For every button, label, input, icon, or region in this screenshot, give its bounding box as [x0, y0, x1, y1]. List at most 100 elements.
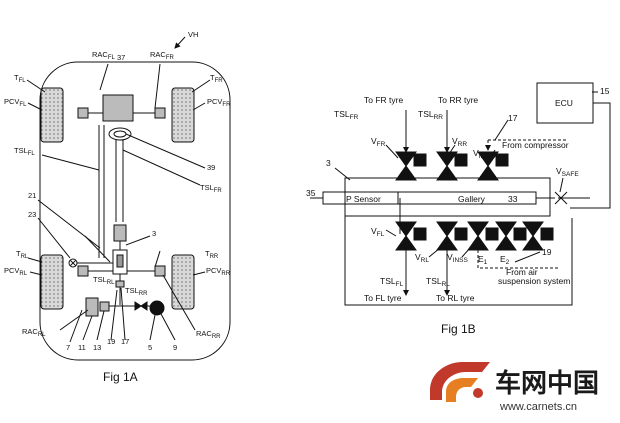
tyre-front-right — [171, 87, 195, 143]
label-from-air: From air — [506, 267, 538, 277]
leader-v-fl — [385, 229, 397, 237]
leader-v-inc — [489, 149, 496, 159]
carnets-logo-icon — [430, 362, 490, 402]
label-t-fr: TFR — [210, 73, 223, 84]
leader-v-inss — [461, 247, 471, 258]
component-13 — [99, 301, 110, 312]
label-3: 3 — [152, 229, 156, 238]
label-rac-rl: RACRL — [22, 327, 46, 338]
label-to-rl-tyre: To RL tyre — [436, 293, 475, 303]
leader-13 — [96, 310, 105, 341]
leader-pcv-rr — [192, 271, 206, 276]
valve-v-fr — [395, 110, 427, 181]
label-t-fl: TFL — [14, 73, 26, 84]
valve-23-x2 — [69, 259, 77, 267]
label-v-rl: VRL — [415, 252, 429, 264]
component-3 — [113, 224, 127, 242]
component-11 — [85, 297, 99, 317]
watermark: 车网中国 www.carnets.cn — [430, 362, 599, 413]
fig-1b-labels: To FR tyre To RR tyre ECU 15 TSLFR TSLRR… — [306, 86, 610, 336]
label-pcv-rr: PCVRR — [206, 266, 231, 277]
label-9: 9 — [173, 343, 177, 352]
label-tsl-rr-b: TSLRR — [418, 109, 443, 121]
label-tsl-rl: TSLRL — [93, 275, 115, 286]
leader-17b — [494, 119, 509, 141]
fig-1a-labels: VH RACFL RACFR 37 TFL TFR PCVFL PCVFR TS… — [4, 30, 231, 384]
label-t-rr: TRR — [205, 249, 219, 260]
label-19b: 19 — [542, 247, 552, 257]
label-to-rr-tyre: To RR tyre — [438, 95, 478, 105]
label-vh: VH — [188, 30, 198, 39]
leader-9 — [159, 311, 176, 341]
label-e1: E1 — [478, 254, 488, 266]
label-13: 13 — [93, 343, 101, 352]
label-17: 17 — [121, 337, 129, 346]
label-3b: 3 — [326, 158, 331, 168]
leader-v-rl — [428, 247, 441, 258]
leader-pcv-fl — [27, 102, 43, 111]
caption-fig-1a: Fig 1A — [103, 370, 138, 384]
label-v-fr: VFR — [371, 136, 386, 148]
leader-17 — [120, 287, 126, 341]
valve-v-rl — [436, 221, 468, 296]
label-tsl-fr-b: TSLFR — [334, 109, 359, 121]
caption-fig-1b: Fig 1B — [441, 322, 476, 336]
label-tsl-fl: TSLFL — [14, 146, 35, 157]
valve-e1 — [495, 221, 527, 251]
label-5: 5 — [148, 343, 152, 352]
leader-tsl-fr — [122, 149, 201, 186]
valve-v-fl — [395, 221, 427, 296]
tyre-front-left — [40, 87, 64, 143]
leader-rac-fl — [99, 63, 109, 91]
label-pcv-rl: PCVRL — [4, 266, 28, 277]
label-v-inss: VINSS — [447, 252, 469, 264]
label-v-rr: VRR — [452, 136, 467, 148]
label-v-safe: VSAFE — [556, 166, 579, 178]
leader-pcv-fr — [192, 102, 206, 111]
leader-7 — [69, 309, 83, 343]
leader-19 — [110, 289, 118, 341]
leader-tfr — [191, 79, 211, 93]
leader-pcv-rl — [29, 271, 43, 276]
label-rac-fr: RACFR — [150, 50, 175, 61]
label-39: 39 — [207, 163, 215, 172]
tyre-rear-left — [40, 254, 64, 310]
central-unit-core — [116, 254, 124, 268]
leader-21 — [37, 199, 101, 249]
label-gallery: Gallery — [458, 194, 486, 204]
leader-v-fr — [385, 144, 399, 159]
label-from-compressor: From compressor — [502, 140, 569, 150]
fig-1b-schematic — [310, 82, 611, 306]
leader-rac-rl — [59, 309, 89, 331]
label-35: 35 — [306, 188, 316, 198]
valve-v-inss — [467, 221, 499, 251]
watermark-brand: 车网中国 — [495, 368, 599, 398]
label-7: 7 — [66, 343, 70, 352]
leader-23 — [37, 217, 71, 259]
tyre-rear-right — [171, 254, 195, 310]
label-tsl-rl-b: TSLRL — [426, 276, 450, 288]
check-valve — [134, 301, 148, 311]
label-v-fl: VFL — [371, 226, 385, 238]
label-tsl-fr: TSLFR — [200, 183, 222, 194]
leader-11 — [82, 315, 93, 341]
leader-rac-fr — [154, 63, 161, 109]
label-tsl-rr: TSLRR — [125, 286, 148, 297]
label-rac-fl: RACFL — [92, 50, 116, 61]
valve-v-rr — [436, 110, 468, 181]
leader-3b — [334, 167, 351, 181]
label-t-rl: TRL — [16, 249, 29, 260]
rotary-joint-39 — [108, 127, 132, 141]
label-p-sensor: P Sensor — [346, 194, 381, 204]
rotary-joint-39-inner — [113, 130, 127, 138]
ecu-signal-line — [570, 102, 611, 209]
leader-trl — [27, 257, 43, 263]
component-17 — [115, 280, 125, 288]
label-17b: 17 — [508, 113, 518, 123]
leader-19b — [514, 251, 541, 263]
leader-rac-rr — [162, 274, 196, 331]
leader-39 — [125, 133, 206, 169]
vh-arrow — [174, 36, 186, 49]
pcv-rl-box — [77, 265, 89, 277]
leader-5 — [149, 314, 156, 341]
